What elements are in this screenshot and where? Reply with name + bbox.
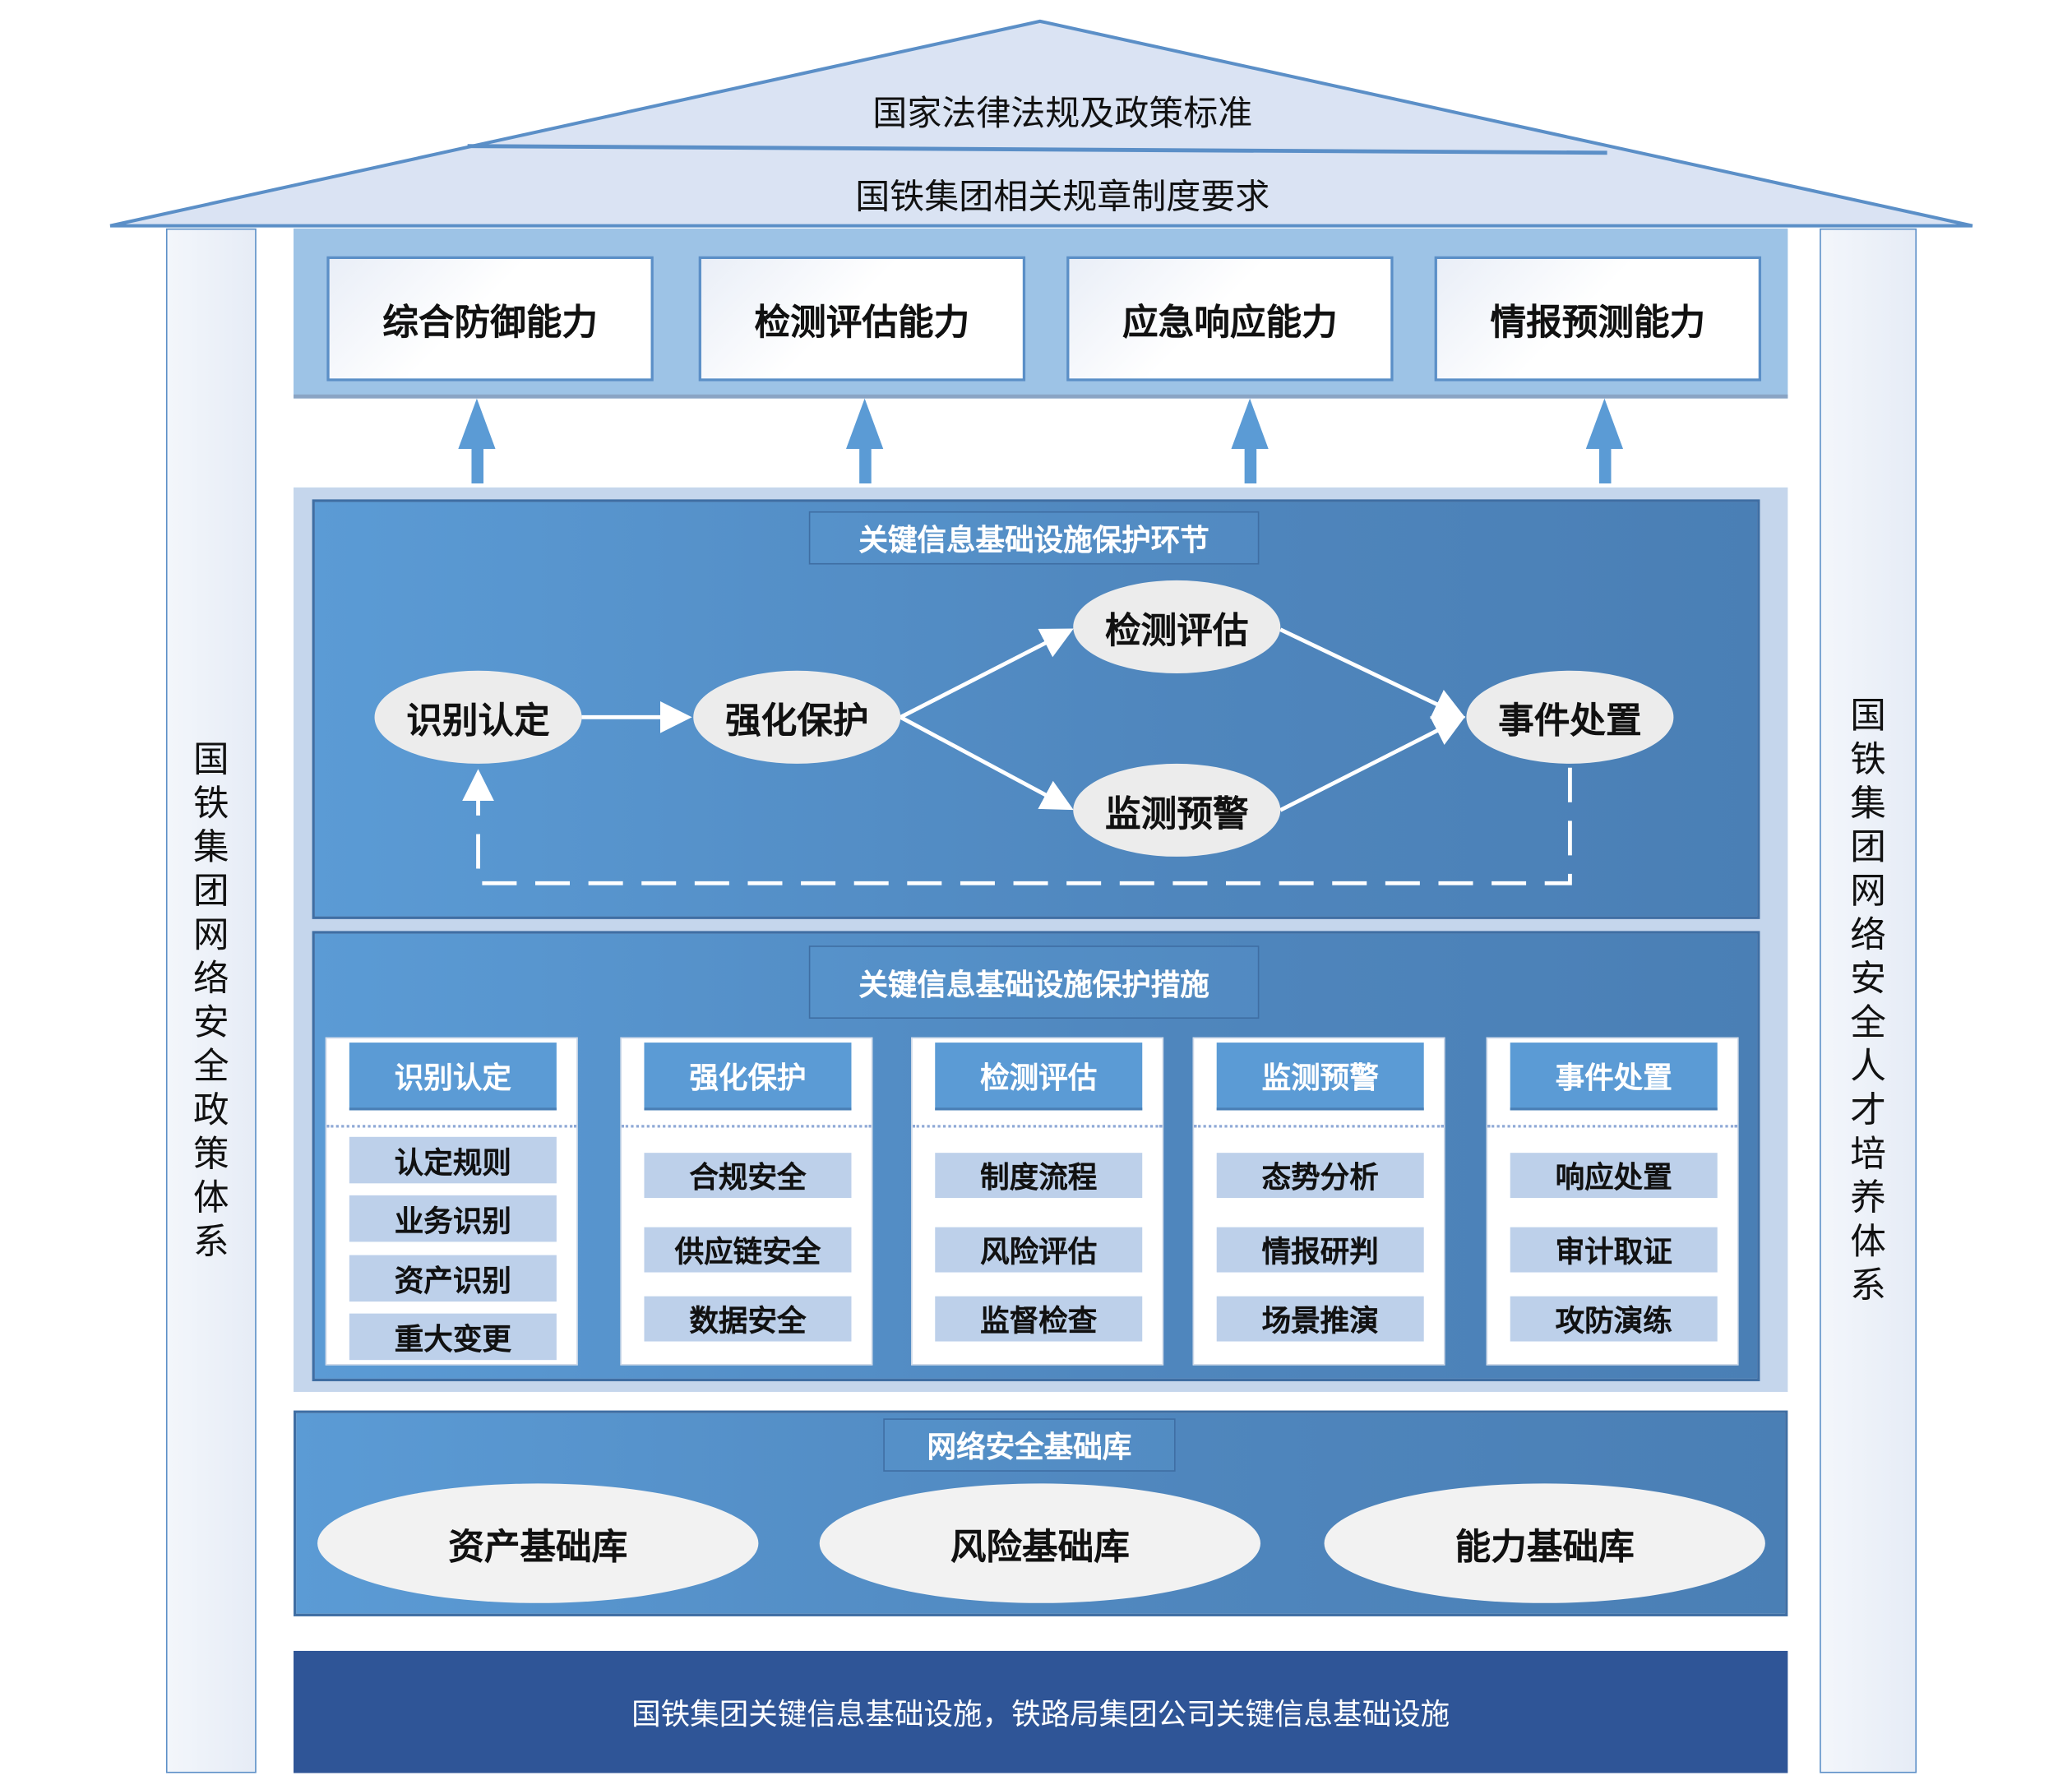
left-pillar: 国铁集团网络安全政策体系: [165, 228, 257, 1773]
roof: [109, 19, 1973, 228]
measure-item: 资产识别: [349, 1255, 557, 1302]
flow-arrow: [900, 628, 1074, 719]
measure-column: 识别认定 认定规则 业务识别 资产识别 重大变更: [325, 1037, 578, 1366]
foundation-title: 网络安全基础库: [883, 1418, 1176, 1472]
up-arrow-icon: [846, 398, 884, 484]
capability-box: 情报预测能力: [1434, 256, 1762, 381]
flow-arrow: [1279, 627, 1466, 719]
feedback-dashed-arrow: [462, 767, 1572, 885]
measure-item: 供应链安全: [644, 1227, 852, 1273]
process-step: 识别认定: [374, 670, 582, 764]
measures-title: 关键信息基础设施保护措施: [808, 945, 1260, 1019]
measure-item: 认定规则: [349, 1136, 557, 1184]
divider: [326, 1125, 577, 1128]
roof-divider: [467, 144, 1607, 155]
process-step: 事件处置: [1466, 670, 1674, 764]
flow-arrow: [900, 715, 1074, 811]
divider: [912, 1125, 1163, 1128]
divider: [622, 1125, 872, 1128]
up-arrow-icon: [1585, 398, 1624, 484]
measure-item: 审计取证: [1510, 1227, 1718, 1273]
infrastructure-base: 国铁集团关键信息基础设施，铁路局集团公司关键信息基础设施: [294, 1650, 1788, 1773]
process-step: 检测评估: [1073, 580, 1281, 674]
roof-top-text: 国家法律法规及政策标准: [872, 93, 1253, 134]
right-pillar: 国铁集团网络安全人才培养体系: [1820, 228, 1917, 1773]
measure-item: 攻防演练: [1510, 1296, 1718, 1342]
measure-item: 数据安全: [644, 1296, 852, 1342]
measure-item: 场景推演: [1216, 1296, 1424, 1342]
up-arrow-icon: [458, 398, 496, 484]
measure-column-header: 监测预警: [1216, 1043, 1424, 1111]
left-pillar-text: 国铁集团网络安全政策体系: [193, 738, 229, 1263]
measure-column-header: 强化保护: [644, 1043, 852, 1111]
divider: [1487, 1125, 1737, 1128]
right-pillar-text: 国铁集团网络安全人才培养体系: [1850, 695, 1886, 1306]
up-arrow-icon: [1231, 398, 1269, 484]
measure-column: 事件处置 响应处置 审计取证 攻防演练: [1486, 1037, 1739, 1366]
measure-item: 响应处置: [1510, 1153, 1718, 1199]
measure-item: 重大变更: [349, 1313, 557, 1361]
measure-column-header: 事件处置: [1510, 1043, 1718, 1111]
measure-item: 制度流程: [935, 1153, 1143, 1199]
measure-item: 业务识别: [349, 1195, 557, 1242]
base-library: 资产基础库: [317, 1483, 759, 1603]
up-arrows: [458, 398, 1624, 484]
measure-item: 合规安全: [644, 1153, 852, 1199]
process-title: 关键信息基础设施保护环节: [808, 511, 1260, 565]
process-step: 强化保护: [693, 670, 901, 764]
capability-box: 应急响应能力: [1066, 256, 1394, 381]
process-step: 监测预警: [1073, 763, 1281, 857]
measure-column: 检测评估 制度流程 风险评估 监督检查: [911, 1037, 1164, 1366]
base-library: 能力基础库: [1324, 1483, 1765, 1603]
measure-item: 监督检查: [935, 1296, 1143, 1342]
roof-bottom-text: 国铁集团相关规章制度要求: [855, 177, 1270, 218]
measure-item: 态势分析: [1216, 1153, 1424, 1199]
measure-column-header: 识别认定: [349, 1043, 557, 1111]
base-library: 风险基础库: [819, 1483, 1261, 1603]
measure-item: 情报研判: [1216, 1227, 1424, 1273]
flow-arrow: [1279, 716, 1466, 812]
measure-column: 强化保护 合规安全 供应链安全 数据安全: [620, 1037, 873, 1366]
measure-column-header: 检测评估: [935, 1043, 1143, 1111]
divider: [1194, 1125, 1444, 1128]
measure-item: 风险评估: [935, 1227, 1143, 1273]
capability-box: 检测评估能力: [698, 256, 1026, 381]
measure-column: 监测预警 态势分析 情报研判 场景推演: [1192, 1037, 1445, 1366]
capability-box: 综合防御能力: [326, 256, 654, 381]
